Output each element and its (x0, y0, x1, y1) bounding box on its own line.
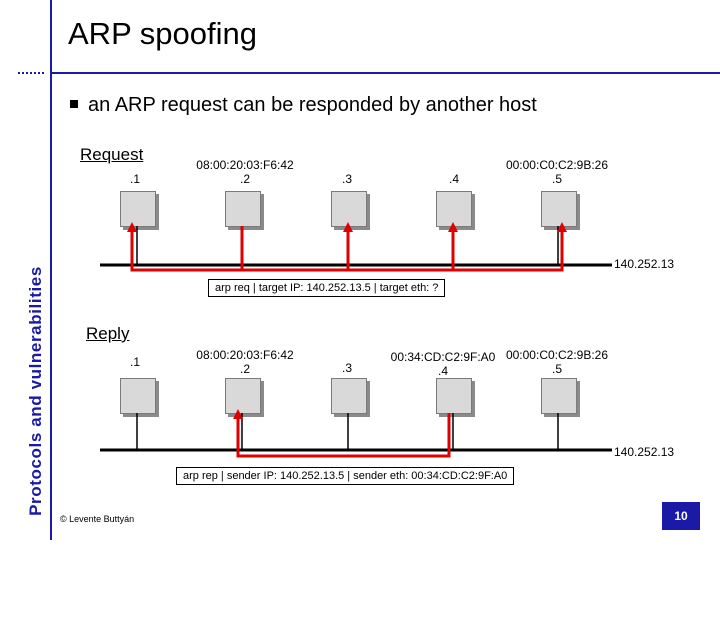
request-host-5 (541, 191, 577, 227)
reply-arrowhead (233, 409, 243, 419)
reply-host-4 (436, 378, 472, 414)
request-host-5-label: 00:00:C0:C2:9B:26.5 (497, 158, 617, 186)
reply-host-5-label: 00:00:C0:C2:9B:26.5 (497, 348, 617, 376)
reply-arrow-path (236, 413, 451, 458)
request-host-2-label: 08:00:20:03:F6:42.2 (185, 158, 305, 186)
reply-host-3-label: .3 (307, 361, 387, 375)
vertical-rule (50, 0, 52, 540)
request-host-3-id: .3 (341, 172, 352, 186)
request-host-5-mac: 00:00:C0:C2:9B:26 (505, 158, 609, 172)
request-host-2-mac: 08:00:20:03:F6:42 (196, 158, 294, 172)
reply-host-5 (541, 378, 577, 414)
request-host-1-id: .1 (129, 172, 140, 186)
reply-host-1 (120, 378, 156, 414)
page-number: 10 (662, 502, 700, 530)
reply-label: Reply (86, 324, 130, 343)
request-arrow-host-1 (130, 226, 244, 272)
request-arrowhead-5 (557, 222, 567, 232)
request-arrowhead-4 (448, 222, 458, 232)
request-network-label: 140.252.13 (614, 257, 675, 271)
request-host-4-label: .4 (414, 172, 494, 186)
request-host-5-id: .5 (551, 172, 562, 186)
request-network-diagram (100, 222, 612, 272)
request-host-4-id: .4 (448, 172, 459, 186)
reply-host-5-id: .5 (551, 362, 562, 376)
bullet-square-icon (70, 99, 78, 108)
request-label: Request (80, 145, 144, 164)
bullet-text: an ARP request can be responded by anoth… (88, 94, 537, 116)
reply-host-4-label: 00:34:CD:C2:9F:A0.4 (383, 350, 503, 378)
copyright: © Levente Buttyán (60, 514, 135, 524)
reply-host-2-label: 08:00:20:03:F6:42.2 (185, 348, 305, 376)
reply-host-1-label: .1 (95, 355, 175, 369)
reply-host-1-id: .1 (129, 355, 140, 369)
reply-host-2 (225, 378, 261, 414)
reply-host-2-mac: 08:00:20:03:F6:42 (196, 348, 294, 362)
title-rule (52, 72, 720, 74)
reply-host-3-id: .3 (341, 361, 352, 375)
slide-title: ARP spoofing (68, 16, 257, 51)
reply-host-4-id: .4 (437, 364, 448, 378)
request-host-3 (331, 191, 367, 227)
request-message: arp req | target IP: 140.252.13.5 | targ… (208, 279, 446, 297)
request-host-1-label: .1 (95, 172, 175, 186)
request-host-2 (225, 191, 261, 227)
reply-host-3 (331, 378, 367, 414)
request-arrowhead-1 (127, 222, 137, 232)
reply-network-label: 140.252.13 (614, 445, 675, 459)
reply-host-2-id: .2 (239, 362, 250, 376)
request-arrow-host-5 (453, 226, 564, 272)
reply-network-diagram (100, 409, 612, 458)
request-host-2-id: .2 (239, 172, 250, 186)
reply-message: arp rep | sender IP: 140.252.13.5 | send… (176, 467, 515, 485)
bullet-point: an ARP request can be responded by anoth… (70, 94, 537, 117)
request-host-1 (120, 191, 156, 227)
dotted-rule (18, 72, 46, 74)
request-arrowhead-3 (343, 222, 353, 232)
reply-host-5-mac: 00:00:C0:C2:9B:26 (505, 348, 609, 362)
reply-host-4-mac: 00:34:CD:C2:9F:A0 (390, 350, 496, 364)
request-host-3-label: .3 (307, 172, 387, 186)
